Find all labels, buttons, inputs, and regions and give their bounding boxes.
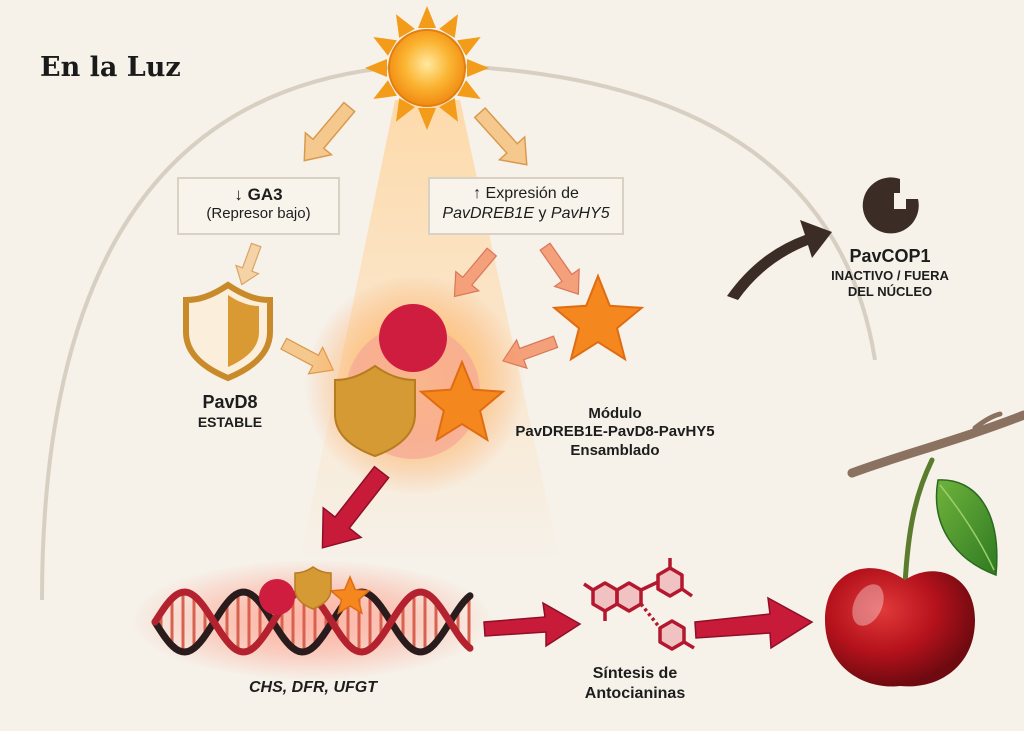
arrow-dna-to-synthesis	[483, 601, 582, 648]
genes-label: CHS, DFR, UFGT	[249, 679, 377, 696]
anthocyanin-molecule-icon	[583, 558, 695, 651]
page-title: En la Luz	[40, 52, 181, 83]
cherry-stem	[902, 457, 935, 588]
ga3-label: ↓ GA3	[234, 185, 283, 204]
sun-ray	[439, 98, 458, 122]
pavd8-state: ESTABLE	[197, 413, 263, 430]
expression-gene-2: PavHY5	[550, 205, 610, 222]
arrow-ga3-to-pavd8	[235, 242, 262, 286]
pavd8-shield-icon	[183, 281, 273, 382]
sun-icon	[365, 6, 489, 130]
synthesis-line-1: Síntesis de	[592, 665, 678, 682]
arrow-sun-to-expression	[473, 106, 528, 166]
sun-ray	[373, 37, 397, 56]
synthesis-label: Síntesis de Antocianinas	[565, 664, 705, 703]
pavcop1-line-1: INACTIVO / FUERA	[831, 267, 949, 283]
sun-ray	[396, 98, 415, 122]
arrow-expression-to-star	[539, 242, 580, 296]
dna-bound-star-icon	[329, 575, 371, 615]
module-shield-icon	[334, 364, 416, 458]
sun-ray	[418, 6, 436, 28]
sun-ray	[439, 14, 458, 38]
synthesis-line-2: Antocianinas	[584, 684, 686, 702]
module-line-3: Ensamblado	[570, 441, 660, 459]
module-line-2: PavDREB1E-PavD8-PavHY5	[515, 423, 715, 441]
arrow-module-to-dna	[321, 465, 390, 549]
ga3-sublabel: (Represor bajo)	[206, 205, 311, 223]
expression-conj: y	[538, 205, 547, 222]
cherry-illustration	[825, 410, 1024, 687]
arrow-to-pavcop1	[727, 220, 832, 300]
module-line-1: Módulo	[588, 405, 642, 422]
sun-ray	[396, 14, 415, 38]
cherry-branch	[847, 410, 1024, 478]
dna-bound-shield-icon	[294, 566, 332, 610]
pavdreb1e-circle-icon	[379, 304, 447, 372]
ga3-box: ↓ GA3 (Represor bajo)	[177, 177, 340, 235]
pavd8-name: PavD8	[202, 392, 258, 412]
sun-ray	[365, 59, 387, 77]
sun-ray	[467, 59, 489, 77]
pavd8-label: PavD8 ESTABLE	[170, 392, 290, 431]
pavhy5-star-module-icon	[418, 359, 506, 442]
module-label: Módulo PavDREB1E-PavD8-PavHY5 Ensamblado	[495, 405, 735, 460]
expression-gene-1: PavDREB1E	[442, 205, 534, 222]
expression-box: ↑ Expresión de PavDREB1E y PavHY5	[428, 177, 624, 235]
dna-glow	[132, 560, 492, 680]
sun-ray	[373, 80, 397, 99]
cherry-fruit	[825, 568, 975, 687]
pavcop1-icon	[862, 177, 919, 234]
arrow-synthesis-to-cherry	[694, 596, 814, 650]
cherry-leaf-icon	[935, 479, 998, 577]
sun-ray	[418, 108, 436, 130]
pavcop1-line-2: DEL NÚCLEO	[847, 283, 933, 299]
sun-ray	[457, 37, 481, 56]
dna-bound-circle-icon	[259, 579, 295, 615]
arrow-sun-to-ga3	[303, 101, 356, 162]
expression-label: ↑ Expresión de	[473, 185, 579, 202]
pavcop1-label: PavCOP1 INACTIVO / FUERA DEL NÚCLEO	[800, 246, 980, 300]
pavhy5-star-icon	[551, 273, 645, 362]
sun-ray	[457, 80, 481, 99]
pavcop1-name: PavCOP1	[849, 246, 931, 266]
